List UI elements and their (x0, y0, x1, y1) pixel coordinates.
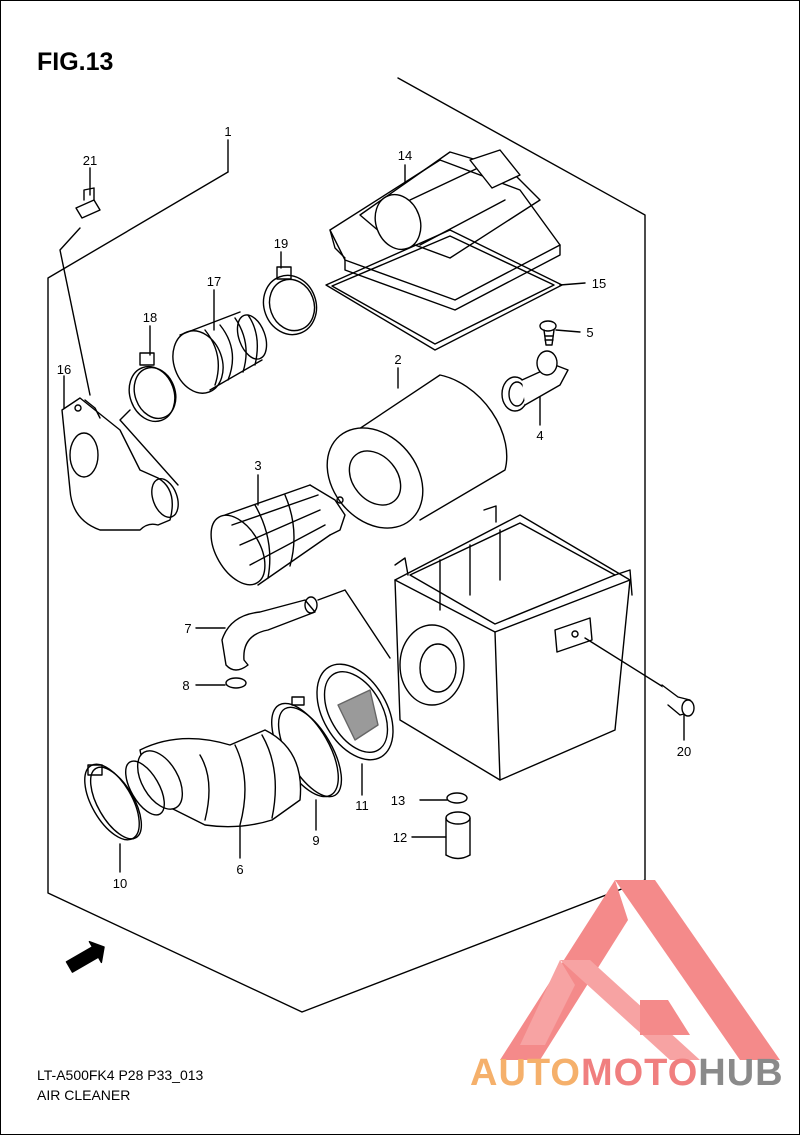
part-7-hose (221, 596, 318, 671)
callout-6: 6 (236, 862, 243, 877)
part-12-drain-tube (445, 811, 471, 860)
callout-20: 20 (677, 744, 691, 759)
part-19-clamp (262, 266, 318, 336)
part-10-clamp (84, 760, 165, 841)
part-20-bolt (584, 637, 695, 717)
leader-15 (559, 282, 586, 286)
part-13-clamp (446, 792, 468, 804)
part-5-screw (539, 320, 557, 346)
connection-line-7 (317, 589, 391, 659)
connection-line-16b (59, 227, 91, 396)
part-3-filter-cage (210, 484, 346, 586)
fwd-arrow (65, 940, 105, 973)
callout-15: 15 (592, 276, 606, 291)
part-2-filter-element (326, 374, 508, 529)
part-21-bolt (75, 187, 101, 219)
callout-12: 12 (393, 830, 407, 845)
part-6-intake-boot (136, 729, 302, 828)
assembly-outline (47, 77, 646, 1013)
callout-18: 18 (143, 310, 157, 325)
callout-7: 7 (184, 621, 191, 636)
callout-14: 14 (398, 148, 412, 163)
part-4-clip (501, 350, 569, 412)
callout-21: 21 (83, 153, 97, 168)
part-18-clamp (128, 352, 177, 423)
callout-numbers: 1 2 3 4 5 6 7 8 9 10 11 12 13 14 15 16 1… (57, 124, 691, 891)
figure-title: FIG.13 (37, 48, 114, 76)
air-cleaner-case (394, 505, 633, 781)
callout-13: 13 (391, 793, 405, 808)
watermark-part-auto: AUTO (470, 1052, 581, 1094)
callout-11: 11 (355, 798, 369, 813)
part-8-clamp (225, 677, 247, 689)
callout-8: 8 (182, 678, 189, 693)
callout-3: 3 (254, 458, 261, 473)
watermark-logo-icon (500, 880, 780, 1060)
callout-5: 5 (586, 325, 593, 340)
callout-9: 9 (312, 833, 319, 848)
footer-name: AIR CLEANER (37, 1087, 131, 1103)
connection-line-16a (119, 409, 179, 486)
part-11-screen (316, 663, 394, 761)
watermark-part-moto: MOTO (580, 1052, 699, 1094)
leader-5 (555, 329, 581, 333)
callout-16: 16 (57, 362, 71, 377)
watermark-part-hub: HUB (698, 1052, 784, 1094)
watermark-text: AUTOMOTOHUB (470, 1052, 784, 1095)
callout-1: 1 (224, 124, 231, 139)
footer-code: LT-A500FK4 P28 P33_013 (37, 1067, 204, 1083)
callout-4: 4 (536, 428, 543, 443)
part-16-inlet-duct (61, 397, 179, 531)
part-17-bellows (172, 311, 268, 394)
callout-17: 17 (207, 274, 221, 289)
callout-10: 10 (113, 876, 127, 891)
part-14-cover (329, 149, 561, 311)
callout-2: 2 (394, 352, 401, 367)
callout-19: 19 (274, 236, 288, 251)
